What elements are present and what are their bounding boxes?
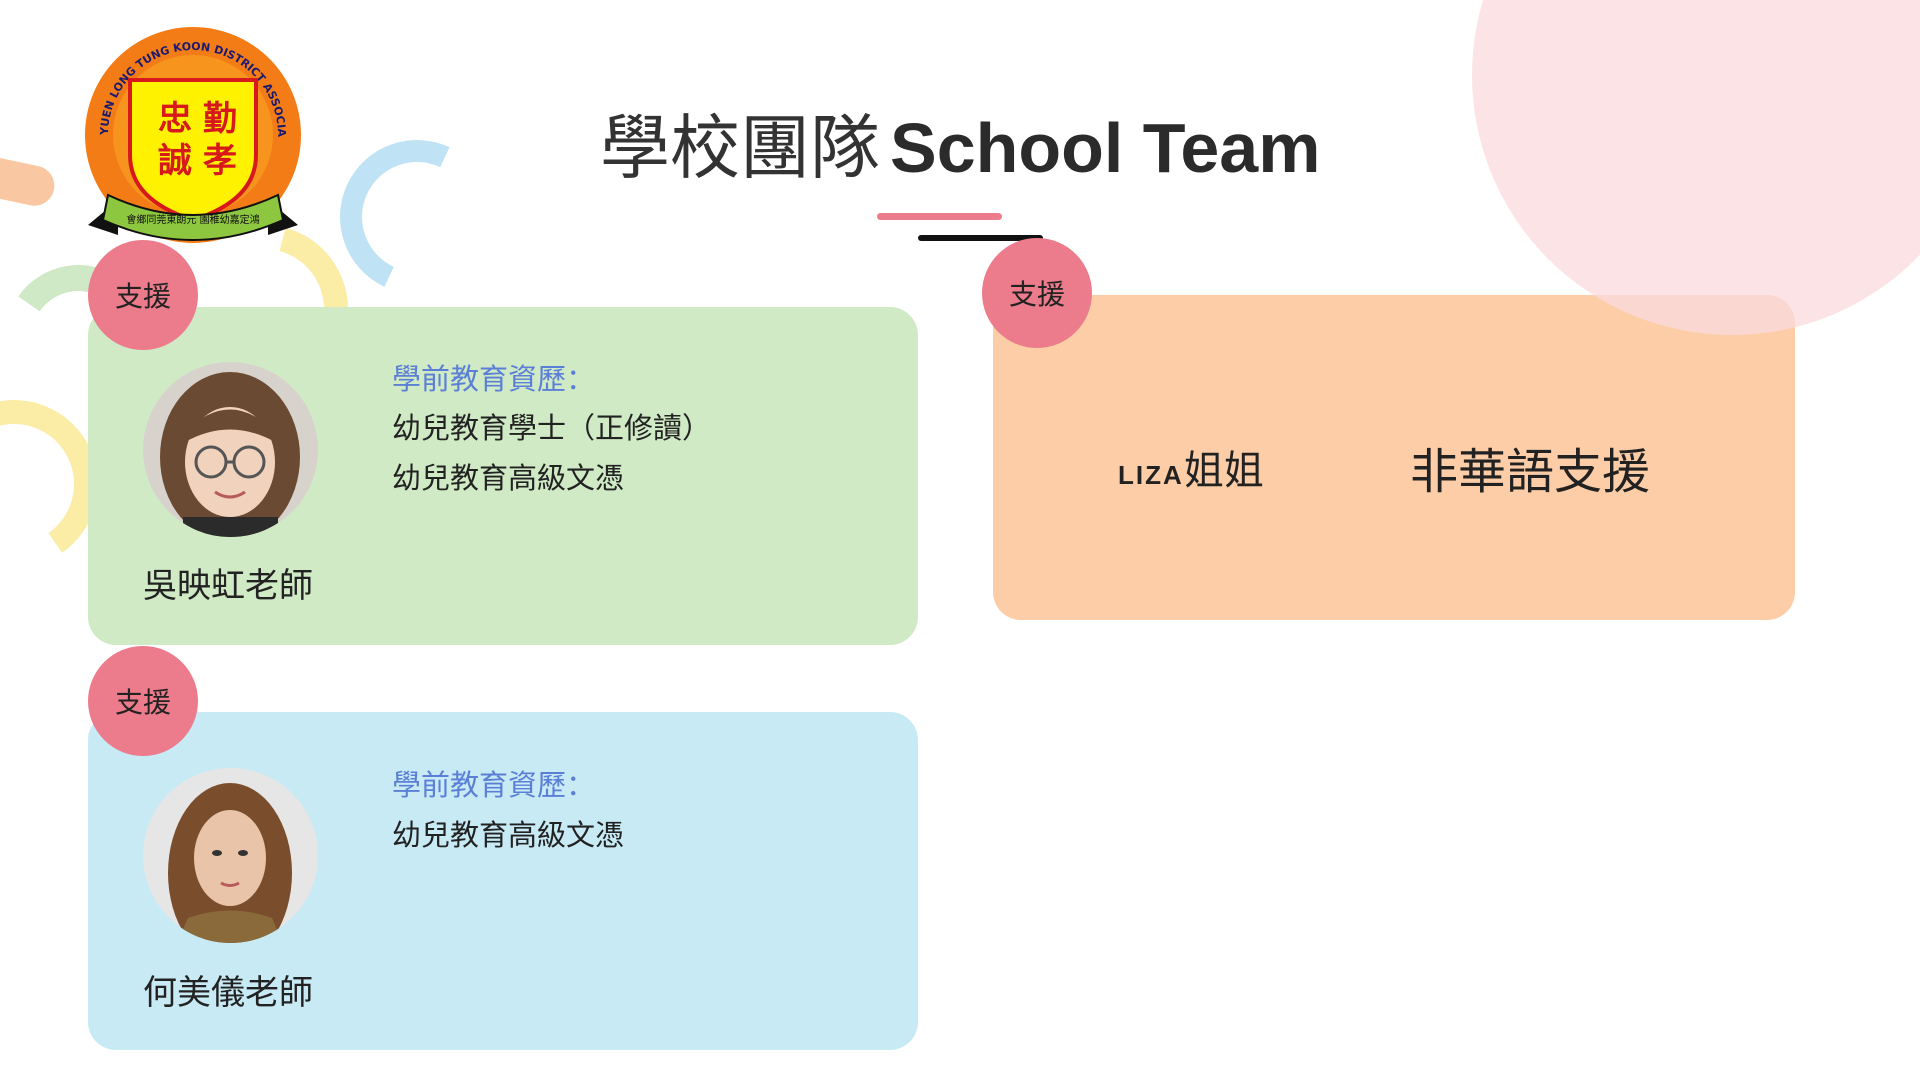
svg-text:會鄉同莞東朗元 園稚幼嘉定鴻: 會鄉同莞東朗元 園稚幼嘉定鴻: [126, 213, 259, 226]
teacher-photo: [143, 768, 318, 943]
role-badge: 支援: [982, 238, 1092, 348]
svg-text:誠: 誠: [158, 141, 192, 181]
decorative-arc: [318, 118, 516, 316]
title-english: School Team: [890, 109, 1321, 187]
decorative-blob: [0, 150, 59, 210]
svg-text:忠: 忠: [158, 99, 192, 139]
title-underline: [877, 213, 1002, 220]
teacher-name: 何美儀老師: [143, 973, 313, 1013]
support-staff-name-prefix: LIZA: [1118, 460, 1184, 490]
qualification-item: 幼兒教育高級文憑: [392, 818, 625, 852]
role-badge: 支援: [88, 646, 198, 756]
support-card: [993, 295, 1795, 620]
support-role: 非華語支援: [1410, 444, 1651, 500]
teacher-name: 吳映虹老師: [143, 566, 313, 606]
decorative-circle: [1472, 0, 1920, 335]
qualification-heading: 學前教育資歷：: [392, 768, 596, 802]
role-badge: 支援: [88, 240, 198, 350]
svg-text:孝: 孝: [203, 141, 237, 181]
qualification-heading: 學前教育資歷：: [392, 362, 596, 396]
svg-text:勤: 勤: [203, 99, 237, 139]
support-staff-name: LIZA姐姐: [1118, 438, 1264, 496]
qualification-item: 幼兒教育學士（正修讀）: [392, 411, 712, 445]
school-logo: YUEN LONG TUNG KOON DISTRICT ASSOCIATION…: [78, 20, 301, 243]
teacher-photo: [143, 362, 318, 537]
title-chinese: 學校團隊: [600, 107, 880, 189]
title-underline: [918, 235, 1043, 241]
support-staff-name-suffix: 姐姐: [1183, 448, 1264, 494]
qualification-item: 幼兒教育高級文憑: [392, 461, 625, 495]
